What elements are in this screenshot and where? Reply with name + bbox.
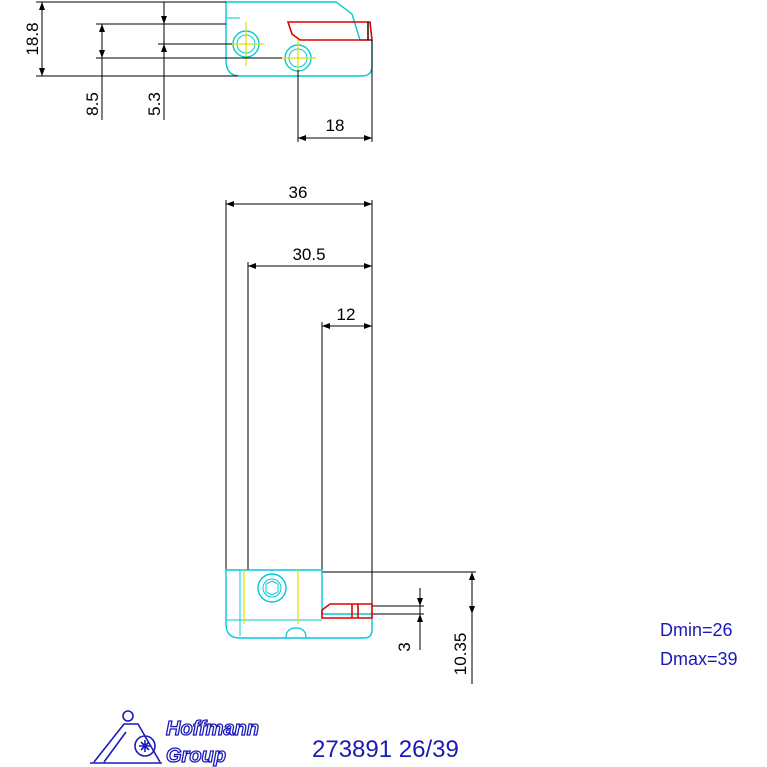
logo-text-line1: Hoffmann xyxy=(166,718,259,740)
front-view-extension-lines xyxy=(225,200,476,615)
part-number-label: 273891 26/39 xyxy=(312,736,459,763)
hoffmann-group-logo: Hoffmann Group xyxy=(90,710,260,767)
dmax-note: Dmax=39 xyxy=(660,649,738,669)
front-screw-circle xyxy=(257,573,287,603)
front-screw-circle-inner xyxy=(262,578,282,598)
logo-text-line2: Group xyxy=(166,745,226,767)
dmin-note: Dmin=26 xyxy=(660,620,733,640)
logo-emblem-icon xyxy=(90,710,162,764)
dim-label-10-35: 10.35 xyxy=(451,633,470,676)
front-center-marks xyxy=(243,570,299,624)
front-view-insert xyxy=(321,603,373,619)
front-view: 36 30.5 12 3 10.35 xyxy=(225,183,476,684)
dim-label-3: 3 xyxy=(395,642,414,651)
top-view-insert xyxy=(286,21,373,41)
dim-label-18-8: 18.8 xyxy=(23,22,42,55)
front-view-dimension-lines xyxy=(226,203,473,684)
dim-label-18: 18 xyxy=(326,116,345,135)
top-view-arrowheads xyxy=(39,2,372,141)
dim-label-5-3: 5.3 xyxy=(145,92,164,116)
top-view: 18.8 8.5 5.3 18 xyxy=(23,1,373,142)
front-view-body-outline xyxy=(225,569,373,639)
dim-label-36: 36 xyxy=(289,183,308,202)
dim-label-8-5: 8.5 xyxy=(83,92,102,116)
dim-label-30-5: 30.5 xyxy=(292,245,325,264)
top-view-extension-lines xyxy=(36,1,373,142)
front-view-arrowheads xyxy=(226,201,475,622)
front-screw-socket xyxy=(265,580,279,596)
dim-label-12: 12 xyxy=(337,305,356,324)
center-marks xyxy=(228,22,316,76)
front-view-bottom-notch xyxy=(285,627,307,639)
top-view-dimension-lines xyxy=(41,2,372,139)
